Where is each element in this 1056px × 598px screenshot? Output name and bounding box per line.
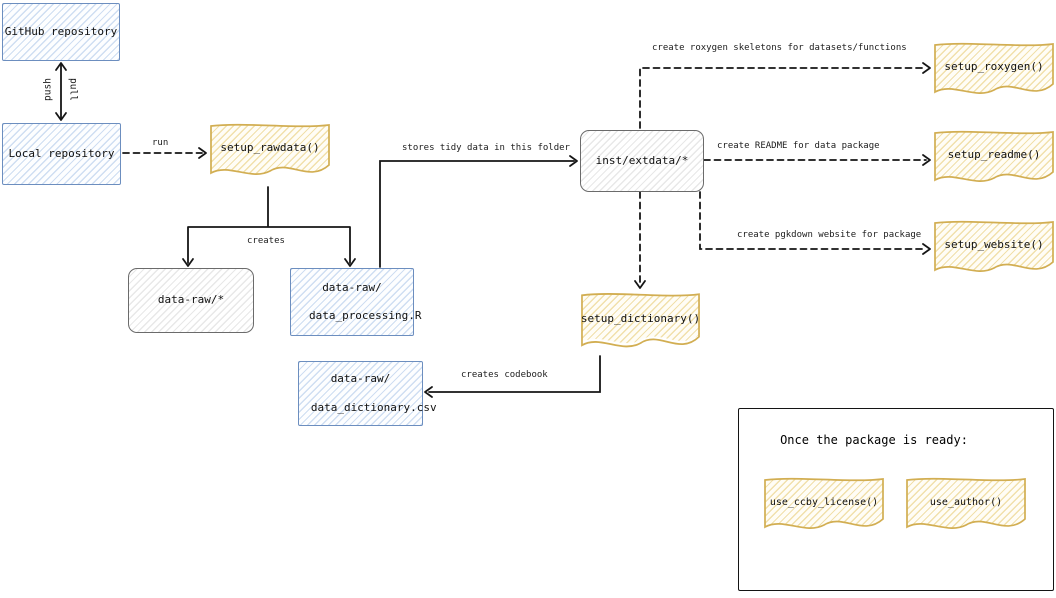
node-inst-extdata-folder: inst/extdata/* <box>580 130 704 192</box>
node-label: setup_readme() <box>947 147 1041 161</box>
edge-label-creates: creates <box>247 236 285 246</box>
edge-label-website: create pgkdown website for package <box>737 230 922 240</box>
document-outline <box>934 42 1054 94</box>
node-label: setup_dictionary() <box>580 311 701 325</box>
node-label: use_author() <box>929 496 1003 508</box>
node-data-raw-folder: data-raw/* <box>128 268 254 333</box>
ready-title: Once the package is ready: <box>780 433 968 447</box>
edge-label-pull: pull <box>67 78 79 101</box>
edge-label-run: run <box>152 138 169 148</box>
edge-label-readme: create README for data package <box>717 141 880 151</box>
node-setup-rawdata: setup_rawdata() <box>209 121 331 185</box>
node-use-author: use_author() <box>905 475 1027 539</box>
node-data-dictionary-csv: data-raw/ data_dictionary.csv <box>298 361 437 426</box>
document-outline <box>934 220 1054 272</box>
node-setup-dictionary: setup_dictionary() <box>580 290 701 358</box>
arrow-create-website <box>699 191 927 250</box>
node-setup-roxygen: setup_roxygen() <box>933 40 1055 104</box>
document-outline <box>764 477 884 529</box>
arrow-stores-tidy-data <box>379 160 575 268</box>
node-label: Local repository <box>8 146 115 160</box>
document-outline <box>906 477 1026 529</box>
node-label: setup_website() <box>944 237 1044 251</box>
node-label: data-raw/ data_processing.R <box>308 280 422 323</box>
node-label: setup_roxygen() <box>944 59 1044 73</box>
arrow-create-roxygen <box>639 67 927 129</box>
node-github-repository: GitHub repository <box>2 3 120 61</box>
node-label: data-raw/* <box>157 293 225 307</box>
arrow-creates-trunk <box>187 186 351 264</box>
node-label: GitHub repository <box>4 24 118 38</box>
node-local-repository: Local repository <box>2 123 121 185</box>
node-use-ccby-license: use_ccby_license() <box>763 475 885 539</box>
ready-container: Once the package is ready: use_ccby_lice… <box>738 408 1054 591</box>
node-data-processing-script: data-raw/ data_processing.R <box>290 268 422 336</box>
node-label: inst/extdata/* <box>595 153 689 167</box>
edge-label-codebook: creates codebook <box>461 370 548 380</box>
edge-label-stores: stores tidy data in this folder <box>402 143 570 153</box>
document-outline <box>210 123 330 175</box>
node-setup-website: setup_website() <box>933 218 1055 282</box>
document-outline <box>581 293 700 348</box>
edge-label-roxygen: create roxygen skeletons for datasets/fu… <box>652 43 907 53</box>
document-outline <box>934 130 1054 182</box>
node-label: data-raw/ data_dictionary.csv <box>310 372 437 414</box>
node-setup-readme: setup_readme() <box>933 128 1055 192</box>
node-label: setup_rawdata() <box>220 140 320 154</box>
node-label: use_ccby_license() <box>769 496 879 508</box>
edge-label-push: push <box>42 78 54 101</box>
